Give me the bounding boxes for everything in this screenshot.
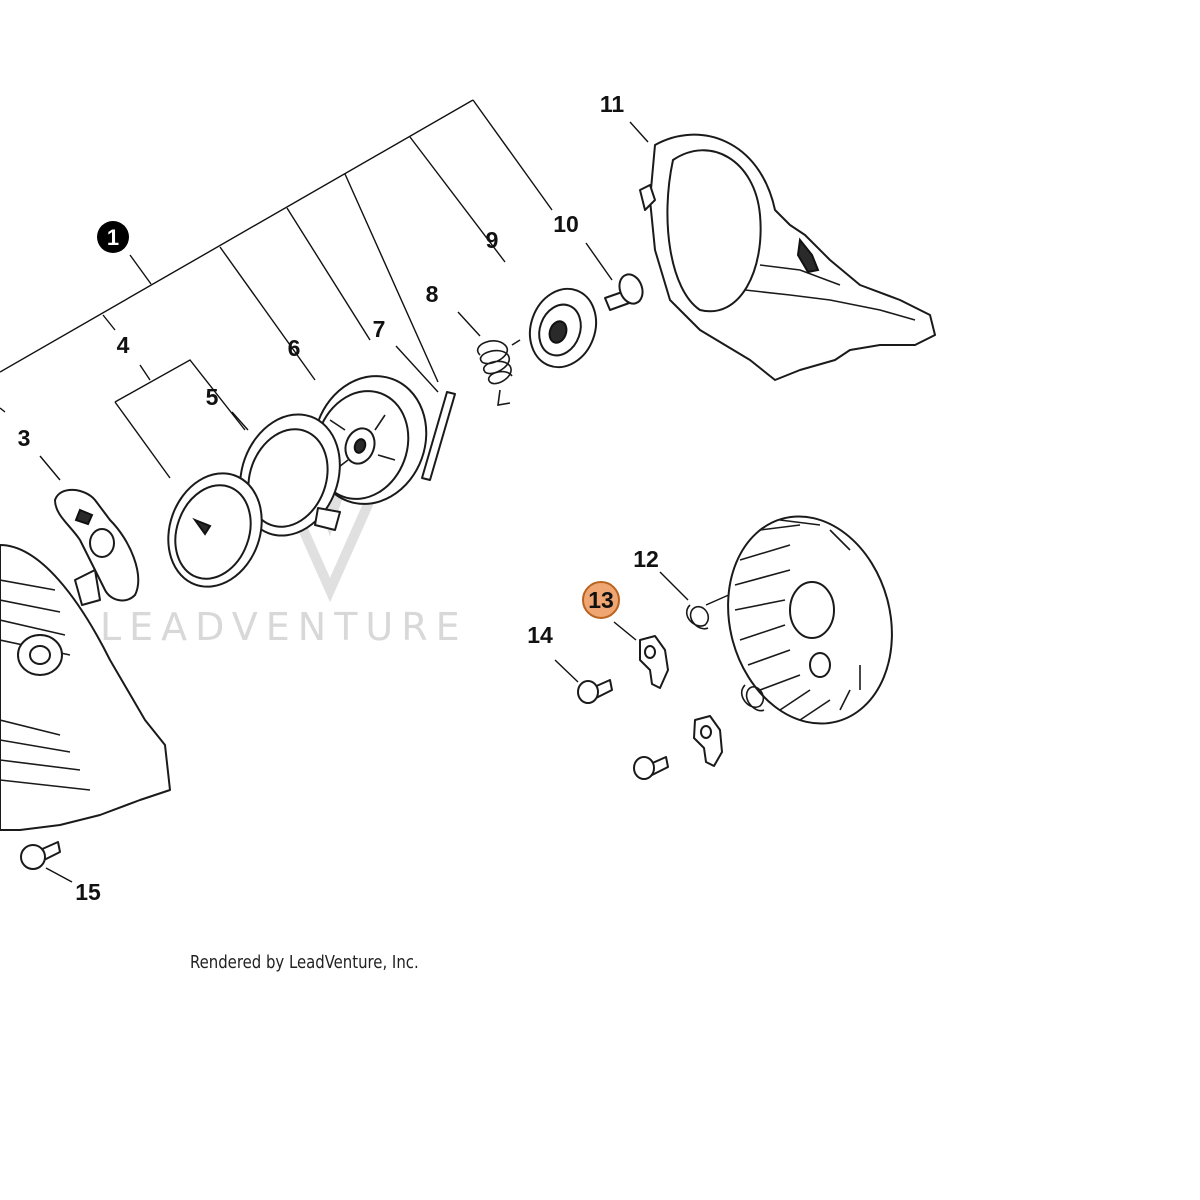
callout-8[interactable]: 8 (426, 281, 439, 307)
part-starter-rope (421, 391, 456, 481)
callout-4[interactable]: 4 (117, 332, 130, 358)
callout-13-highlighted[interactable]: 13 (582, 581, 620, 619)
part-pawls-13 (639, 635, 723, 767)
callout-11[interactable]: 11 (600, 91, 625, 117)
callout-5[interactable]: 5 (206, 384, 219, 410)
part-spring-8 (476, 339, 521, 406)
callout-highlight-badge (582, 581, 620, 619)
footer-credit: Rendered by LeadVenture, Inc. (190, 952, 419, 973)
callout-badge (97, 221, 129, 253)
callout-1[interactable]: 1 (97, 221, 129, 253)
callout-15[interactable]: 15 (75, 879, 101, 905)
part-starter-cover (0, 544, 171, 831)
callout-6[interactable]: 6 (288, 335, 301, 361)
part-screw-10 (604, 273, 644, 311)
callout-3[interactable]: 3 (18, 425, 31, 451)
part-blower-housing (639, 133, 936, 381)
callout-12[interactable]: 12 (633, 546, 659, 572)
part-screws-14 (577, 679, 669, 780)
callout-14[interactable]: 14 (527, 622, 553, 648)
part-recoil-spring (167, 472, 263, 588)
callout-7[interactable]: 7 (373, 316, 386, 342)
callout-9[interactable]: 9 (486, 227, 499, 253)
watermark-text: LEADVENTURE (100, 605, 468, 649)
part-screw-15 (20, 841, 61, 870)
part-starter-handle (54, 488, 140, 606)
callout-10[interactable]: 10 (553, 211, 579, 237)
part-flywheel (727, 515, 893, 725)
part-springs-12 (685, 604, 765, 712)
callout-label: 13 (588, 587, 614, 613)
part-spring-cassette (239, 413, 341, 537)
callout-label: 1 (107, 225, 119, 250)
leader-lines (39, 121, 741, 883)
part-pulley-hub (528, 287, 598, 369)
assembly-bracket (0, 99, 553, 479)
